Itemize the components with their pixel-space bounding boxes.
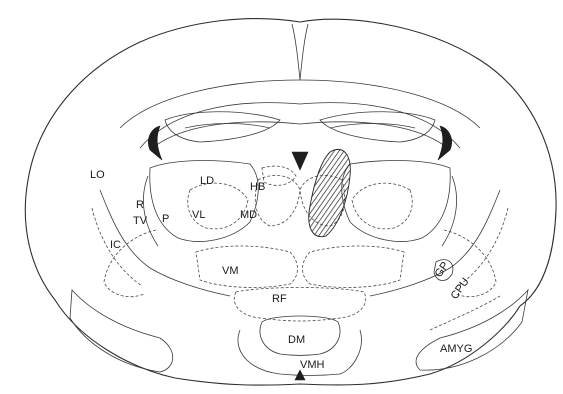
label-vmh: VMH (300, 359, 325, 371)
third-ventricle (292, 152, 308, 170)
label-dm: DM (288, 334, 305, 346)
vm-region (196, 246, 298, 287)
label-ic: IC (110, 239, 121, 251)
vm-region-right (303, 246, 405, 287)
amygdala-right-inner (430, 296, 500, 330)
hippocampus-inner-left (185, 124, 270, 129)
midline-notch (292, 24, 308, 80)
rt-right (442, 176, 457, 246)
label-ld: LD (200, 175, 214, 187)
label-tv: TV (133, 215, 148, 227)
label-cpu: CPU (449, 276, 472, 302)
vl-right (352, 183, 412, 229)
amygdala-right (416, 290, 528, 370)
label-rf: RF (272, 293, 287, 305)
label-lo: LO (90, 169, 105, 181)
label-r: R (136, 199, 144, 211)
label-p: P (162, 213, 169, 225)
internal-capsule-right-b (458, 208, 508, 286)
vl-nucleus (188, 183, 248, 229)
internal-capsule-right (370, 190, 500, 296)
callosal-band-upper (140, 103, 460, 148)
label-vm: VM (222, 265, 239, 277)
rt-left (143, 176, 158, 246)
lesion-area (309, 149, 351, 236)
hippocampus-inner-right (330, 124, 415, 129)
amygdala-left (70, 290, 173, 372)
thalamus-right-boundary (342, 161, 450, 242)
label-vl: VL (192, 209, 205, 221)
label-md: MD (240, 209, 257, 221)
label-hb: HB (250, 181, 265, 193)
thalamus-left-boundary (150, 161, 258, 242)
label-amyg: AMYG (440, 343, 472, 355)
